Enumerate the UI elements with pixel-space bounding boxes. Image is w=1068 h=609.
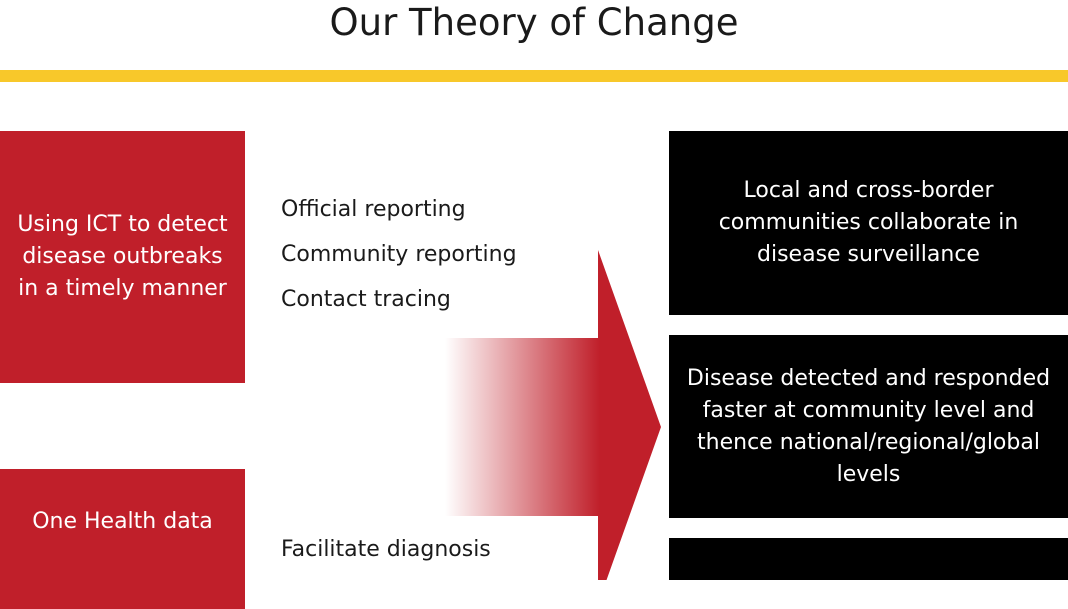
input-box-label: One Health data: [32, 509, 213, 534]
input-box-ict: Using ICT to detect disease outbreaks in…: [0, 131, 245, 383]
title-underline: [0, 70, 1068, 82]
input-box-one-health: One Health data: [0, 469, 245, 609]
activity-item: Official reporting: [281, 197, 466, 222]
activity-item: Community reporting: [281, 242, 517, 267]
activity-item: Contact tracing: [281, 287, 451, 312]
diagram-title: Our Theory of Change: [329, 1, 739, 44]
outcome-box-detection: Disease detected and responded faster at…: [669, 335, 1068, 518]
activity-list-2: Facilitate diagnosis: [281, 535, 491, 580]
input-box-label: Using ICT to detect disease outbreaks in…: [17, 212, 228, 301]
outcome-box-label: Disease detected and responded faster at…: [686, 365, 1051, 487]
outcome-box-partial: [669, 538, 1068, 580]
activity-list-1: Official reporting Community reporting C…: [281, 195, 517, 330]
outcome-box-collaboration: Local and cross-border communities colla…: [669, 131, 1068, 315]
outcome-box-label: Local and cross-border communities colla…: [718, 178, 1019, 267]
flow-arrow: [445, 250, 661, 580]
activity-item: Facilitate diagnosis: [281, 537, 491, 562]
